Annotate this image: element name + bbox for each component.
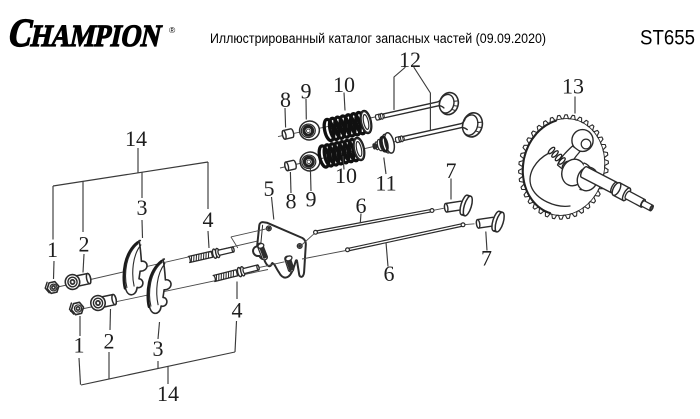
svg-text:10: 10 bbox=[333, 72, 355, 97]
svg-text:®: ® bbox=[169, 25, 176, 35]
svg-text:HAMPION: HAMPION bbox=[28, 19, 164, 53]
svg-text:9: 9 bbox=[306, 187, 317, 212]
svg-text:12: 12 bbox=[399, 47, 421, 72]
svg-text:ST655: ST655 bbox=[640, 27, 695, 50]
svg-text:7: 7 bbox=[446, 158, 457, 183]
svg-text:7: 7 bbox=[481, 246, 492, 271]
svg-text:14: 14 bbox=[157, 381, 179, 406]
svg-text:2: 2 bbox=[79, 232, 90, 257]
svg-text:11: 11 bbox=[375, 171, 396, 196]
svg-text:8: 8 bbox=[280, 87, 291, 112]
svg-text:4: 4 bbox=[232, 298, 243, 323]
svg-text:9: 9 bbox=[301, 79, 312, 104]
svg-text:1: 1 bbox=[74, 333, 85, 358]
svg-text:4: 4 bbox=[203, 207, 214, 232]
svg-text:6: 6 bbox=[384, 261, 395, 286]
svg-text:3: 3 bbox=[137, 195, 148, 220]
svg-text:3: 3 bbox=[153, 336, 164, 361]
svg-text:10: 10 bbox=[335, 163, 357, 188]
svg-text:14: 14 bbox=[125, 126, 147, 151]
svg-text:6: 6 bbox=[356, 193, 367, 218]
svg-text:8: 8 bbox=[286, 189, 297, 214]
svg-text:5: 5 bbox=[264, 176, 275, 201]
svg-text:13: 13 bbox=[562, 74, 584, 99]
svg-text:2: 2 bbox=[104, 329, 115, 354]
svg-text:1: 1 bbox=[47, 237, 58, 262]
svg-text:Иллюстрированный каталог запас: Иллюстрированный каталог запасных частей… bbox=[210, 31, 546, 46]
